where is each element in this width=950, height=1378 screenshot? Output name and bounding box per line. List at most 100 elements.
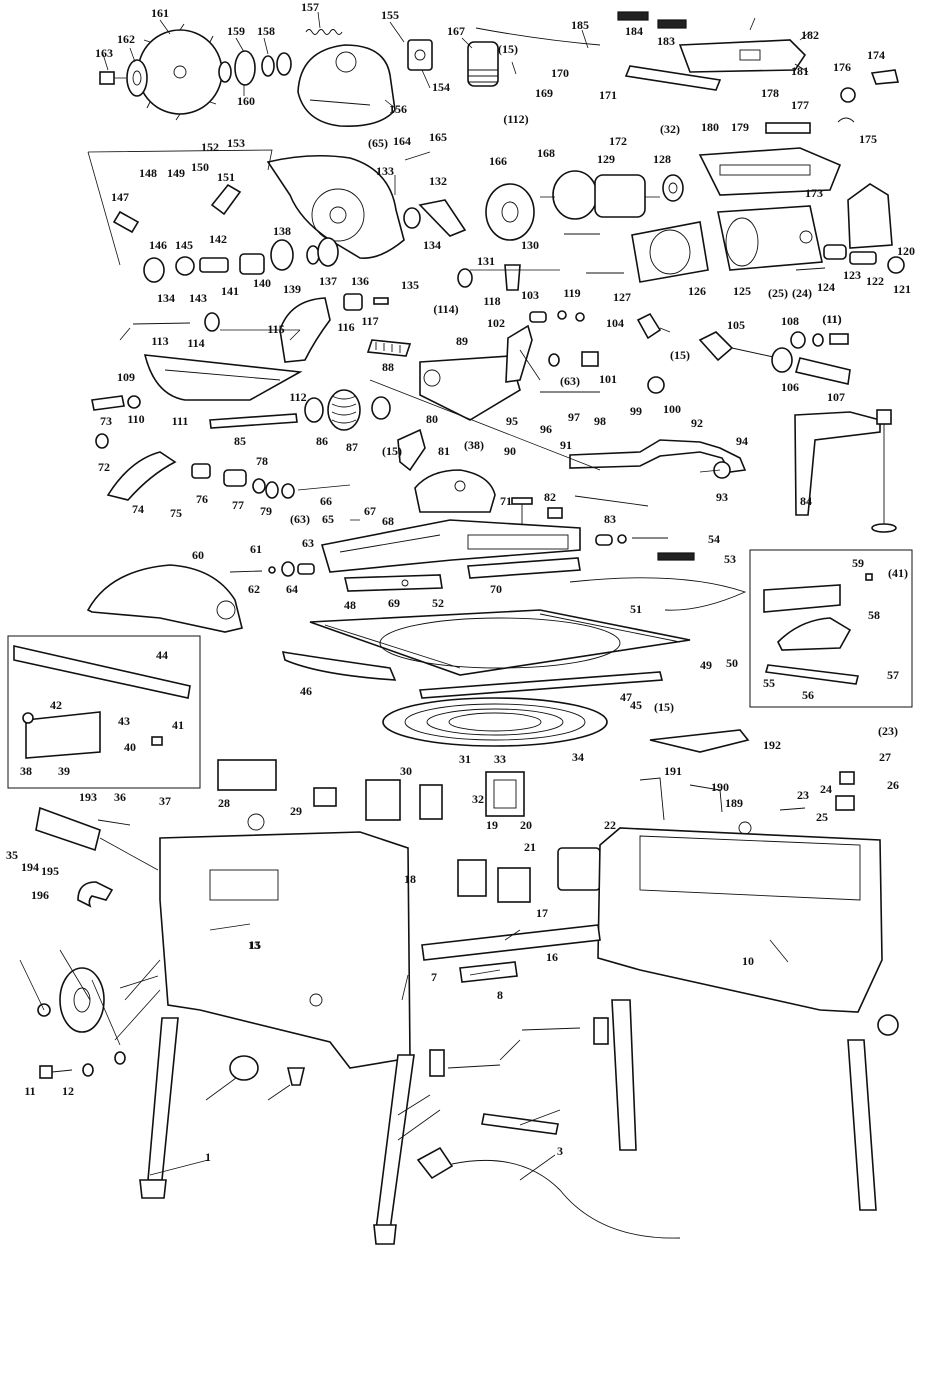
screws-motor <box>564 233 826 274</box>
leg-left <box>139 1017 179 1199</box>
callout-label: 17 <box>536 906 548 920</box>
callout-label: 167 <box>447 24 465 38</box>
callout-label: 192 <box>763 738 781 752</box>
callout-label: 33 <box>494 752 506 766</box>
parts-23-27 <box>779 771 855 811</box>
callout-label: 131 <box>477 254 495 268</box>
callout-label: 76 <box>196 492 208 506</box>
callout-label: 180 <box>701 120 719 134</box>
callout-label: (15) <box>382 444 402 458</box>
pins-54 <box>595 534 695 561</box>
callout-label: 142 <box>209 232 227 246</box>
callout-label: 1 <box>205 1150 211 1164</box>
callout-label: 96 <box>540 422 552 436</box>
module-19-21 <box>457 859 531 903</box>
callout-label: 29 <box>290 804 302 818</box>
callout-label: 133 <box>376 164 394 178</box>
bracket-154 <box>407 39 433 71</box>
callout-label: 27 <box>879 750 891 764</box>
callout-label: 39 <box>58 764 70 778</box>
callout-label: 170 <box>551 66 569 80</box>
callout-label: 26 <box>887 778 899 792</box>
turntable-45 <box>382 697 608 747</box>
callout-label: 109 <box>117 370 135 384</box>
callout-label: 119 <box>563 286 580 300</box>
handle-bolt-109 <box>91 395 141 411</box>
callout-label: 15 <box>249 938 261 952</box>
callout-label: 12 <box>62 1084 74 1098</box>
parts-61-64 <box>229 561 315 577</box>
callout-label: 174 <box>867 48 885 62</box>
callout-label: 120 <box>897 244 915 258</box>
parts-108 <box>790 331 849 349</box>
brush-holder-122 <box>823 244 905 274</box>
callout-label: (24) <box>792 286 812 300</box>
clamp-84 <box>794 409 897 533</box>
callout-label: 34 <box>572 750 584 764</box>
screws-71-82-83 <box>511 495 649 528</box>
bearing-128 <box>662 174 684 202</box>
parts-116-117 <box>343 293 389 311</box>
callout-label: 56 <box>802 688 814 702</box>
washer-114 <box>457 268 473 288</box>
callout-label: 151 <box>217 170 235 184</box>
callout-label: 135 <box>401 278 419 292</box>
callout-label: 32 <box>472 792 484 806</box>
end-cover-120 <box>847 183 893 249</box>
bracket-132 <box>403 199 467 237</box>
callout-label: 20 <box>520 818 532 832</box>
leg-right-1 <box>611 999 637 1151</box>
callout-label: 65 <box>322 512 334 526</box>
callout-label: 63 <box>302 536 314 550</box>
callout-label: 194 <box>21 860 39 874</box>
callout-label: 123 <box>843 268 861 282</box>
table-48 <box>309 609 691 676</box>
knob-118 <box>504 264 521 291</box>
bar-69 <box>344 574 443 592</box>
parts-101-100 <box>540 351 665 394</box>
callout-label: 79 <box>260 504 272 518</box>
pivot-bracket-89 <box>419 355 521 421</box>
motor-case-125 <box>717 205 823 271</box>
callout-label: 136 <box>351 274 369 288</box>
callout-label: 183 <box>657 34 675 48</box>
callout-label: 7 <box>431 970 437 984</box>
callout-label: 25 <box>816 810 828 824</box>
cover-181 <box>678 39 807 73</box>
callout-label: 47 <box>620 690 632 704</box>
callout-label: 195 <box>41 864 59 878</box>
callout-label: 152 <box>201 140 219 154</box>
clip-175 <box>837 117 855 123</box>
callout-label: 145 <box>175 238 193 252</box>
callout-label: 155 <box>381 8 399 22</box>
callout-label: (15) <box>654 700 674 714</box>
callout-label: 80 <box>426 412 438 426</box>
callout-label: 117 <box>361 314 378 328</box>
callout-label: 11 <box>24 1084 35 1098</box>
clips-190-191 <box>639 777 723 821</box>
callout-label: 48 <box>344 598 356 612</box>
callout-label: 137 <box>319 274 337 288</box>
callout-label: 100 <box>663 402 681 416</box>
bracket-80 <box>397 428 426 472</box>
callout-label: 178 <box>761 86 779 100</box>
callout-label: 49 <box>700 658 712 672</box>
armature-129 <box>540 170 660 220</box>
link-102 <box>505 324 533 383</box>
callout-label: 99 <box>630 404 642 418</box>
label-29 <box>313 787 337 807</box>
cover-192 <box>649 729 750 753</box>
callout-label: 88 <box>382 360 394 374</box>
callout-label: 54 <box>708 532 720 546</box>
callout-label: 130 <box>521 238 539 252</box>
callout-label: 138 <box>273 224 291 238</box>
leg-center <box>373 1054 415 1245</box>
callout-label: 41 <box>172 718 184 732</box>
gear-housing-135 <box>266 154 405 259</box>
switch-33 <box>485 771 525 817</box>
callout-label: 13 <box>248 938 260 952</box>
callout-label: 104 <box>606 316 624 330</box>
callout-label: 60 <box>192 548 204 562</box>
parts-76-79 <box>191 463 295 499</box>
callout-label: 157 <box>301 0 319 14</box>
